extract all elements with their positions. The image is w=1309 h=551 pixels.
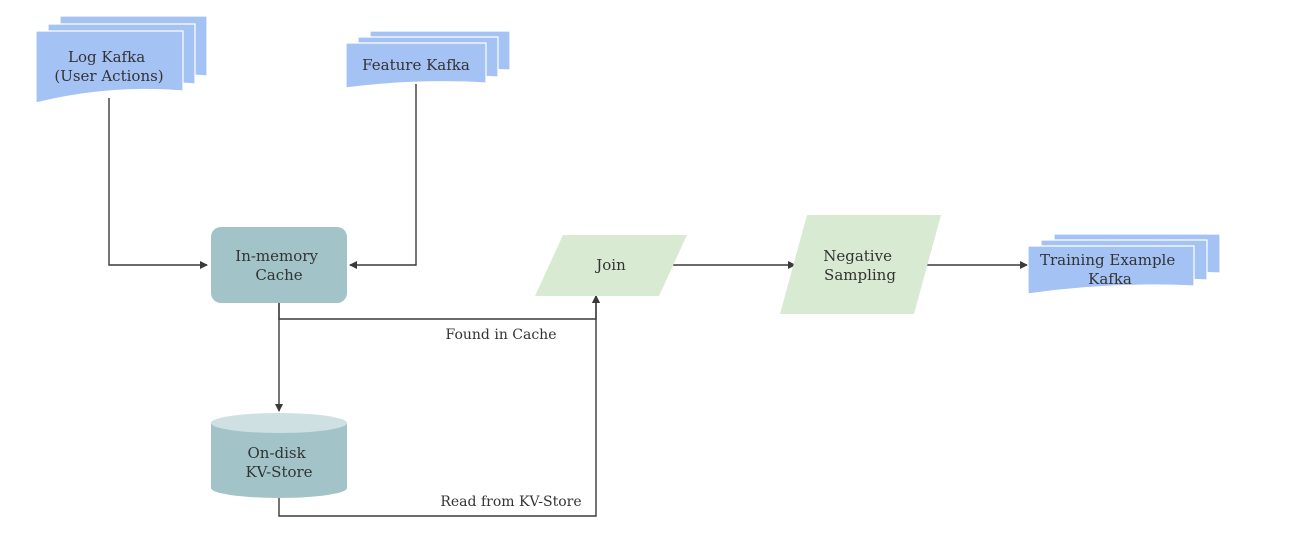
edge-feature-kafka-to-cache xyxy=(349,84,417,269)
cache-label-line-1: In-memory xyxy=(235,247,318,265)
negative-sampling-node: Negative Sampling xyxy=(780,215,941,314)
kv-store-label-line-1: On-disk xyxy=(248,444,307,462)
log-kafka-node: Log Kafka (User Actions) xyxy=(35,15,208,104)
svg-text:In-memory Cache: In-memory Cache xyxy=(235,247,322,284)
edges xyxy=(108,84,1028,517)
svg-text:On-disk KV-Store: On-disk KV-Store xyxy=(245,444,312,481)
log-kafka-label-line-2: (User Actions) xyxy=(54,67,163,85)
join-node: Join xyxy=(535,235,687,296)
edge-label-read-from-kv-store: Read from KV-Store xyxy=(440,494,581,510)
feature-kafka-node: Feature Kafka xyxy=(345,30,511,89)
svg-text:Training Example Kafka: Training Example Kafka xyxy=(1040,251,1180,288)
in-memory-cache-node: In-memory Cache xyxy=(211,227,347,303)
svg-text:Join: Join xyxy=(594,256,626,274)
svg-text:Feature Kafka: Feature Kafka xyxy=(362,56,470,74)
cache-label-line-2: Cache xyxy=(255,266,302,284)
edge-kv-store-to-join xyxy=(278,295,600,517)
log-kafka-label-line-1: Log Kafka xyxy=(68,48,145,66)
feature-kafka-label: Feature Kafka xyxy=(362,56,470,74)
svg-text:Log Kafka (User Actions): Log Kafka (User Actions) xyxy=(54,48,163,85)
svg-text:Negative Sampling: Negative Sampling xyxy=(823,247,897,284)
edge-label-found-in-cache: Found in Cache xyxy=(446,327,557,343)
on-disk-kv-store-node: On-disk KV-Store xyxy=(211,413,347,498)
join-label: Join xyxy=(594,256,626,274)
training-kafka-label-line-1: Training Example xyxy=(1040,251,1175,269)
kv-store-label-line-2: KV-Store xyxy=(245,463,312,481)
negative-sampling-label-line-1: Negative xyxy=(823,247,892,265)
training-example-kafka-node: Training Example Kafka xyxy=(1027,233,1221,295)
training-kafka-label-line-2: Kafka xyxy=(1088,270,1132,288)
negative-sampling-label-line-2: Sampling xyxy=(824,266,896,284)
edge-log-kafka-to-cache xyxy=(108,98,208,269)
